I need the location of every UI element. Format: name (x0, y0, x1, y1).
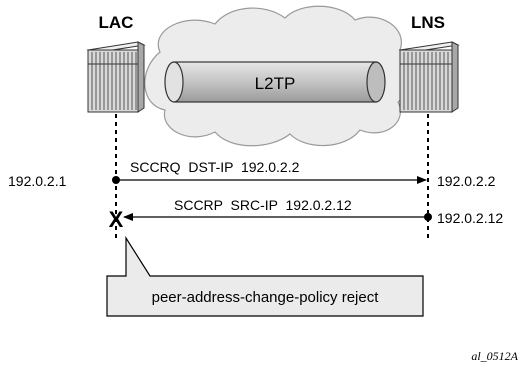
policy-callout (106, 235, 424, 317)
lns-ip-address-2: 192.0.2.12 (437, 210, 503, 226)
lac-label: LAC (99, 13, 134, 32)
reject-x-mark: X (109, 207, 124, 232)
sccrq-message-label: SCCRQ DST-IP 192.0.2.2 (130, 159, 300, 175)
figure-id: al_0512A (471, 349, 518, 363)
sccrq-origin-dot (112, 176, 120, 184)
policy-callout-text: peer-address-change-policy reject (152, 289, 380, 306)
lns-label: LNS (411, 13, 445, 32)
l2tp-tunnel (164, 61, 386, 103)
sccrp-message-label: SCCRP SRC-IP 192.0.2.12 (174, 197, 352, 213)
tunnel-label: L2TP (255, 74, 296, 93)
lns-ip-address-1: 192.0.2.2 (437, 173, 496, 189)
sccrp-origin-dot (424, 213, 432, 221)
lac-ip-address: 192.0.2.1 (8, 173, 67, 189)
lac-router-icon (86, 41, 146, 113)
lns-router-icon (398, 41, 460, 113)
